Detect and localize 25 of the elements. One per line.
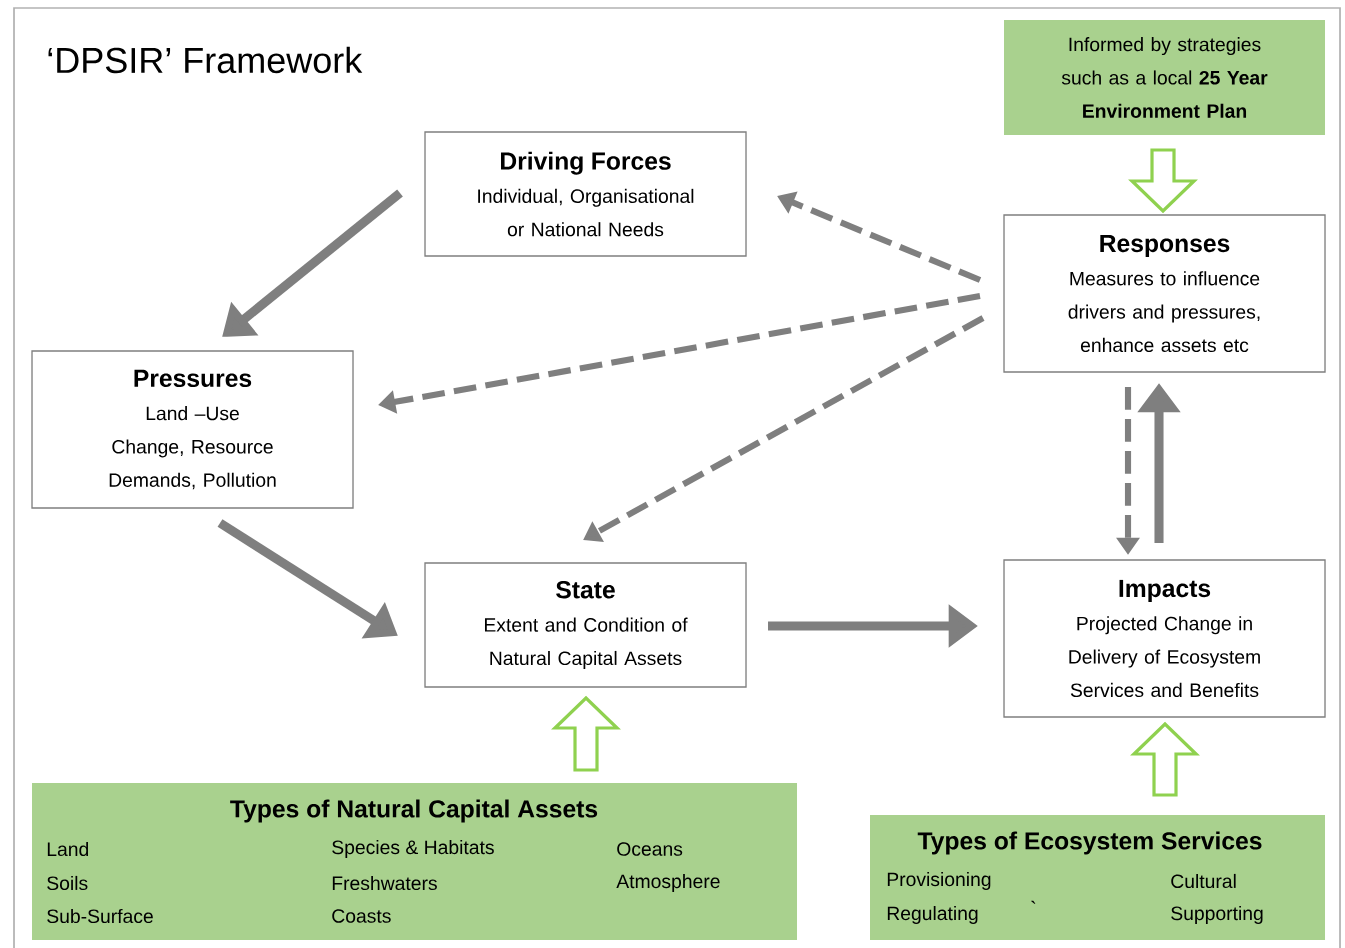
list-item: Land bbox=[47, 841, 89, 857]
list-item: Freshwaters bbox=[332, 875, 437, 891]
process-box: Driving Forces Individual, Organisational or National Needs bbox=[424, 131, 747, 257]
panel-heading: Types of Ecosystem Services bbox=[917, 831, 1262, 855]
hollow-arrow bbox=[551, 695, 621, 772]
process-box: Pressures Land –Use Change, Resource Demands, Pollution bbox=[31, 350, 354, 509]
hollow-arrow bbox=[1128, 148, 1198, 214]
list-item: ` bbox=[1031, 900, 1036, 904]
list-item: Oceans bbox=[617, 842, 683, 856]
list-item: Species & Habitats bbox=[332, 840, 494, 858]
list-item: Provisioning bbox=[887, 872, 991, 890]
list-item: Soils bbox=[47, 875, 88, 891]
list-item: Regulating bbox=[887, 906, 978, 924]
process-box: Impacts Projected Change in Delivery of Ecosystem Services and Benefits bbox=[1003, 559, 1326, 718]
note-box: Informed by strategies such as a local 25 Year Environment Plan bbox=[1004, 20, 1325, 135]
process-box: Responses Measures to influence drivers and pressures, enhance assets etc bbox=[1003, 214, 1326, 373]
list-item: Supporting bbox=[1171, 906, 1263, 924]
title: ‘DPSIR’ Framework bbox=[48, 46, 363, 74]
hollow-arrow bbox=[1130, 721, 1200, 797]
panel-heading: Types of Natural Capital Assets bbox=[230, 799, 598, 823]
list-item: Atmosphere bbox=[616, 874, 720, 892]
process-box: State Extent and Condition of Natural Capital Assets bbox=[424, 562, 747, 688]
list-item: Coasts bbox=[332, 909, 391, 923]
list-item: Cultural bbox=[1171, 873, 1236, 889]
list-item: Sub-Surface bbox=[47, 908, 153, 924]
